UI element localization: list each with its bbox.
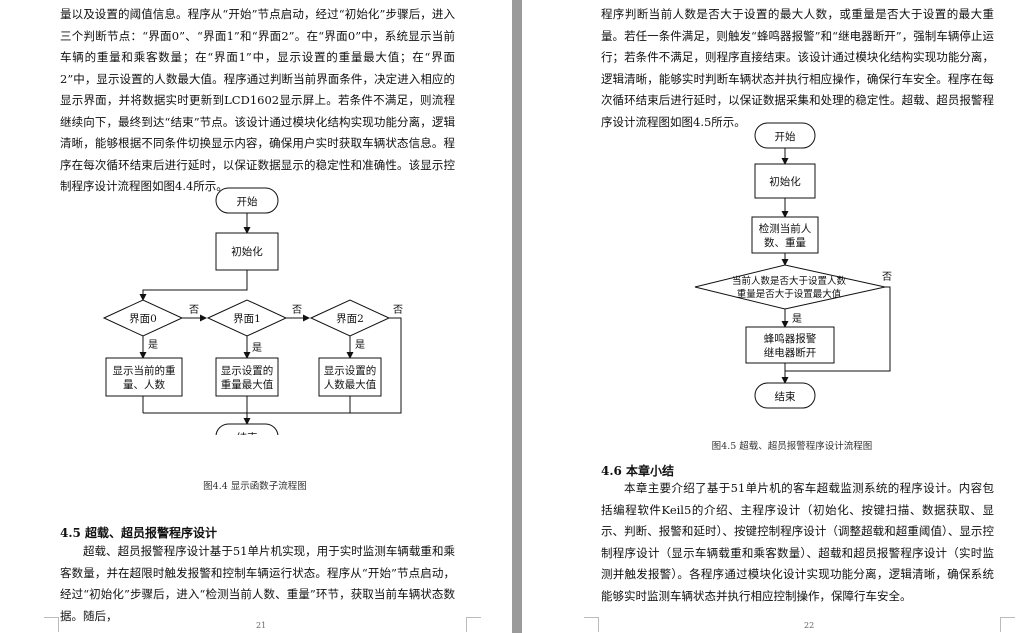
no-label: 否 [882,271,892,283]
action-line2: 继电器断开 [764,346,817,359]
figure-4-4-flowchart: 开始 初始化 界面0 界面1 界面2 显示当前的重 量、人数 显示设置的 重量最… [102,187,403,435]
start-label: 开始 [237,195,258,208]
decision-interface1-label: 界面1 [233,313,261,325]
yes-label: 是 [792,313,802,325]
display-max-weight [215,357,279,397]
end-terminal [215,423,279,435]
detect-line1: 检测当前人 [759,222,812,235]
yes-label-3: 是 [355,339,365,351]
display-max-passengers [318,357,382,397]
decision-interface0-label: 界面0 [129,313,157,325]
summary-paragraph: 本章主要介绍了基于51单片机的客车超载监测系统的程序设计。内容包括编程软件Kei… [601,481,994,603]
display2-line1: 显示设置的 [324,364,377,377]
yes-label-1: 是 [148,339,158,351]
corner-mark [466,617,481,632]
intro-paragraph: 量以及设置的阈值信息。程序从“开始”节点启动，经过“初始化”步骤后，进入三个判断… [60,7,455,193]
alarm-process [745,326,835,364]
decision-line1: 当前人数是否大于设置人数 [732,275,847,287]
decision-interface2-label: 界面2 [336,313,364,325]
top-paragraph: 程序判断当前人数是否大于设置的最大人数，或重量是否大于设置的最大重量。若任一条件… [601,7,994,129]
overload-decision [694,264,886,310]
init-process [215,232,279,271]
figure-4-4-caption: 图4.4 显示函数子流程图 [203,481,307,492]
end-label: 结束 [237,431,258,435]
right-page: 程序判断当前人数是否大于设置的最大人数，或重量是否大于设置的最大重量。若任一条件… [522,0,1024,633]
no-label-2: 否 [292,304,302,316]
page-number-left: 21 [256,621,267,630]
corner-mark [584,617,599,632]
display1-line2: 重量最大值 [221,378,274,391]
yes-label-2: 是 [252,342,262,354]
init-process [754,163,816,199]
section-4-5-heading: 4.5 超载、超员报警程序设计 [60,526,218,540]
init-label: 初始化 [231,245,263,258]
display0-line1: 显示当前的重 [113,364,176,377]
display1-line1: 显示设置的 [221,364,274,377]
end-terminal [754,382,816,409]
start-label: 开始 [775,130,796,143]
left-page: 量以及设置的阈值信息。程序从“开始”节点启动，经过“初始化”步骤后，进入三个判断… [0,0,512,633]
decision-line2: 重量是否大于设置最大值 [737,288,842,300]
figure-4-5-caption: 图4.5 超载、超员报警程序设计流程图 [711,441,873,452]
no-label-1: 否 [189,304,199,316]
corner-mark [1000,617,1015,632]
detect-line2: 数、重量 [764,236,806,249]
no-label-3: 否 [393,304,403,316]
init-label: 初始化 [769,175,801,188]
end-label: 结束 [775,390,796,403]
section-4-6-heading: 4.6 本章小结 [601,464,675,478]
display0-line2: 量、人数 [123,378,165,391]
figure-4-5-flowchart: 开始 初始化 检测当前人 数、重量 当前人数是否大于设置人数 重量是否大于设置最… [694,122,892,409]
page-number-right: 22 [804,621,815,630]
corner-mark [44,617,59,632]
section-4-5-paragraph: 超载、超员报警程序设计基于51单片机实现，用于实时监测车辆载重和乘客数量，并在超… [60,544,455,623]
no-branch-line [785,286,891,372]
display2-line2: 人数最大值 [324,378,377,391]
detect-process [751,216,819,254]
display-current-weight-passengers [105,357,183,397]
action-line1: 蜂鸣器报警 [764,332,817,345]
